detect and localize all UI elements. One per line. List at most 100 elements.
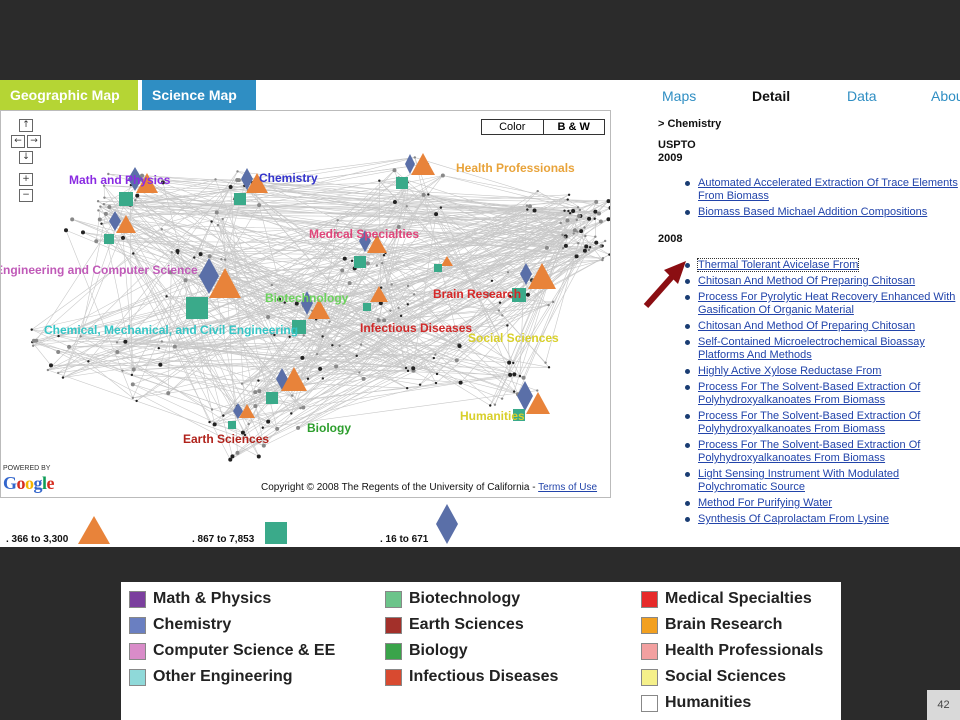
square-marker[interactable] <box>434 264 442 272</box>
pan-up-icon[interactable]: ↑ <box>19 119 33 132</box>
diamond-marker[interactable] <box>128 167 142 191</box>
network-node <box>61 376 65 379</box>
network-node <box>270 332 273 336</box>
map-label-chemistry[interactable]: Chemistry <box>259 171 318 185</box>
diamond-marker[interactable] <box>517 381 533 411</box>
tab-science-map[interactable]: Science Map <box>142 80 256 110</box>
publication-link[interactable]: Thermal Tolerant Avicelase From <box>658 258 960 272</box>
map-label-biotechnology[interactable]: Biotechnology <box>265 291 349 305</box>
square-marker[interactable] <box>104 234 114 244</box>
publication-link[interactable]: Process For Pyrolytic Heat Recovery Enha… <box>658 291 960 317</box>
publication-link[interactable]: Process For The Solvent-Based Extraction… <box>658 439 960 465</box>
nav-detail[interactable]: Detail <box>752 88 791 104</box>
triangle-marker[interactable] <box>441 256 453 266</box>
diamond-marker[interactable] <box>233 403 243 419</box>
network-node <box>193 256 196 259</box>
publication-link[interactable]: Self-Contained Microelectrochemical Bioa… <box>658 336 960 362</box>
publication-link[interactable]: Method For Purifying Water <box>658 497 960 510</box>
map-label-math-physics[interactable]: Math and Physics <box>69 173 171 187</box>
terms-of-use-link[interactable]: Terms of Use <box>538 482 598 493</box>
nav-data[interactable]: Data <box>847 88 877 104</box>
color-option[interactable]: Color <box>499 121 526 133</box>
publication-link[interactable]: Automated Accelerated Extraction Of Trac… <box>658 177 960 203</box>
triangle-marker[interactable] <box>239 404 255 418</box>
pan-down-icon[interactable]: ↓ <box>19 151 33 164</box>
publication-link[interactable]: Process For The Solvent-Based Extraction… <box>658 381 960 407</box>
publication-link[interactable]: Biomass Based Michael Addition Compositi… <box>658 206 960 219</box>
legend-item: Medical Specialties <box>641 590 812 608</box>
square-marker[interactable] <box>396 177 408 189</box>
network-node <box>220 257 223 261</box>
triangle-marker[interactable] <box>308 299 330 319</box>
square-marker[interactable] <box>186 297 208 319</box>
map-label-earth-sciences[interactable]: Earth Sciences <box>183 432 270 446</box>
zoom-out-icon[interactable]: − <box>19 189 33 202</box>
square-marker[interactable] <box>119 192 133 206</box>
diamond-marker[interactable] <box>405 154 415 174</box>
square-marker[interactable] <box>512 288 526 302</box>
network-node <box>427 193 430 196</box>
zoom-in-icon[interactable]: + <box>19 173 33 186</box>
science-map-canvas[interactable]: ↑ ← → ↓ + − Color B & W Math and Physics… <box>0 110 611 498</box>
legend-swatch <box>129 590 146 608</box>
breadcrumb[interactable]: > Chemistry <box>658 118 722 130</box>
triangle-marker[interactable] <box>526 392 550 414</box>
square-marker[interactable] <box>363 303 371 311</box>
publication-link[interactable]: Chitosan And Method Of Preparing Chitosa… <box>658 320 960 333</box>
diamond-marker[interactable] <box>301 291 313 315</box>
network-node <box>172 344 177 349</box>
network-node <box>135 399 138 403</box>
square-marker[interactable] <box>513 409 525 421</box>
nav-maps[interactable]: Maps <box>662 88 697 104</box>
square-marker[interactable] <box>234 193 246 205</box>
square-marker[interactable] <box>266 392 278 404</box>
triangle-marker[interactable] <box>116 215 136 233</box>
network-node <box>411 366 416 371</box>
network-node <box>214 210 219 215</box>
pan-left-icon[interactable]: ← <box>11 135 25 148</box>
diamond-marker[interactable] <box>241 168 253 190</box>
pan-right-icon[interactable]: → <box>27 135 41 148</box>
tab-geographic-map[interactable]: Geographic Map <box>0 80 138 110</box>
square-marker[interactable] <box>228 421 236 429</box>
network-graph <box>30 153 610 462</box>
publication-link[interactable]: Light Sensing Instrument With Modulated … <box>658 468 960 494</box>
map-label-humanities[interactable]: Humanities <box>460 409 525 423</box>
publication-link[interactable]: Chitosan And Method Of Preparing Chitosa… <box>658 275 960 288</box>
triangle-marker[interactable] <box>136 173 158 193</box>
map-label-engineering-cs[interactable]: Engineering and Computer Science <box>0 263 198 277</box>
triangle-marker[interactable] <box>411 153 435 175</box>
map-label-biology[interactable]: Biology <box>307 421 351 435</box>
map-label-infectious-diseases[interactable]: Infectious Diseases <box>360 321 473 335</box>
triangle-marker[interactable] <box>367 235 387 253</box>
bw-option[interactable]: B & W <box>542 120 605 134</box>
network-node <box>458 380 463 385</box>
diamond-marker[interactable] <box>199 258 219 294</box>
network-node <box>512 390 516 393</box>
map-label-medical-specialties[interactable]: Medical Specialties <box>309 227 420 241</box>
network-node <box>338 344 341 348</box>
triangle-marker[interactable] <box>246 173 268 193</box>
diamond-marker[interactable] <box>109 211 121 231</box>
triangle-marker[interactable] <box>528 263 556 289</box>
map-label-brain-research[interactable]: Brain Research <box>433 287 522 301</box>
publication-link[interactable]: Process For The Solvent-Based Extraction… <box>658 410 960 436</box>
diamond-marker[interactable] <box>520 263 532 285</box>
network-node <box>257 379 260 382</box>
square-marker[interactable] <box>292 320 306 334</box>
triangle-marker[interactable] <box>370 286 388 302</box>
triangle-marker[interactable] <box>209 268 241 298</box>
square-marker[interactable] <box>354 256 366 268</box>
map-label-health-professionals[interactable]: Health Professionals <box>456 161 575 175</box>
year-heading-2009: 2009 <box>658 152 683 164</box>
publication-link[interactable]: Highly Active Xylose Reductase From <box>658 365 960 378</box>
diamond-marker[interactable] <box>359 230 371 252</box>
network-node <box>572 232 575 235</box>
map-label-social-sciences[interactable]: Social Sciences <box>468 331 559 345</box>
triangle-marker[interactable] <box>281 367 307 391</box>
network-node <box>214 178 217 181</box>
map-label-chemical-engineering[interactable]: Chemical, Mechanical, and Civil Engineer… <box>44 323 299 337</box>
network-node <box>228 185 233 190</box>
nav-about[interactable]: About <box>931 88 960 104</box>
publication-link[interactable]: Synthesis Of Caprolactam From Lysine <box>658 513 960 526</box>
